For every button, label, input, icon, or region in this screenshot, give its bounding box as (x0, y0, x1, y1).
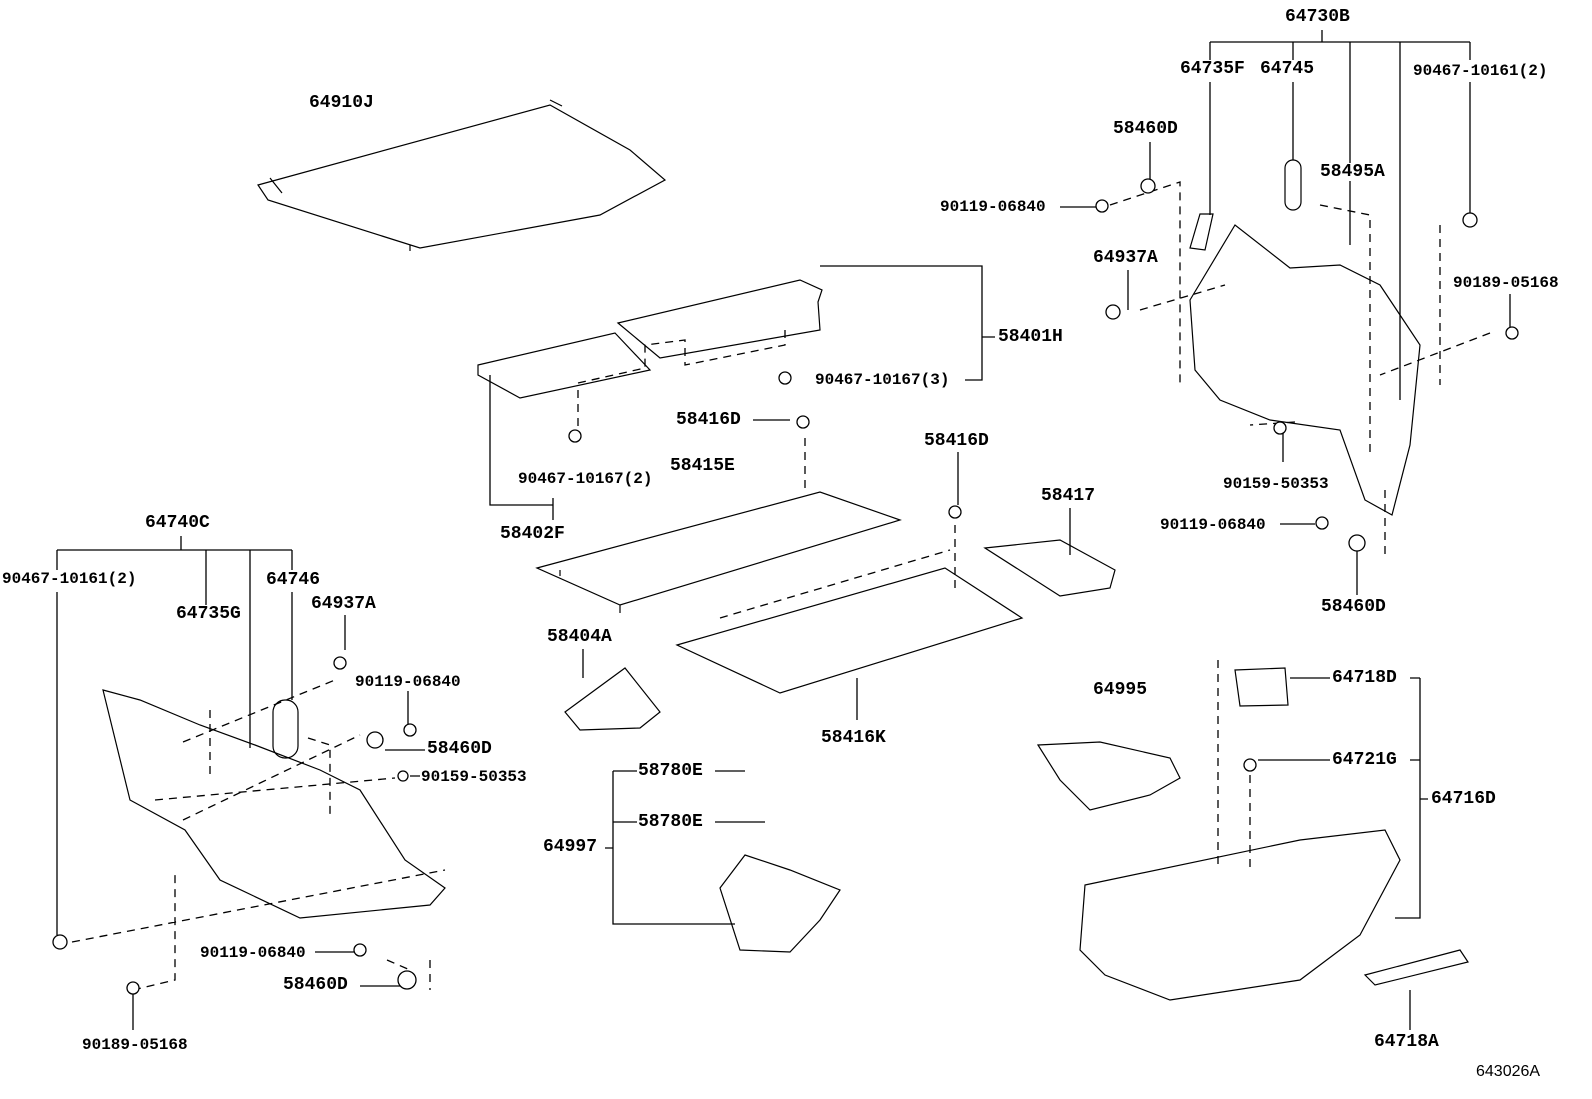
part-label-90467-10167-3: 90467-10167(3) (815, 371, 950, 389)
leader-lines (56, 30, 1511, 1030)
deck-board-rear (616, 279, 823, 359)
assembly-lines (71, 181, 1491, 991)
part-label-90189-05168-low: 90189-05168 (82, 1036, 188, 1054)
cover-58417 (983, 539, 1116, 597)
part-label-90467-10161-left: 90467-10161(2) (2, 570, 137, 588)
strip-64718A (1363, 949, 1469, 986)
deck-board-front (477, 332, 652, 399)
parts (102, 99, 1469, 1001)
part-label-58780E-b: 58780E (638, 812, 703, 832)
part-label-90159-50353-left: 90159-50353 (421, 768, 527, 786)
part-label-58416D-a: 58416D (676, 410, 741, 430)
cover-64745 (1284, 159, 1302, 211)
part-label-58780E-a: 58780E (638, 761, 703, 781)
part-label-64997: 64997 (543, 837, 598, 857)
part-label-90119-06840-left: 90119-06840 (355, 673, 461, 691)
storage-box-64716D (1079, 829, 1401, 1001)
part-label-90467-10167-2: 90467-10167(2) (518, 470, 653, 488)
part-label-64730B: 64730B (1285, 7, 1350, 27)
trim-right (1189, 224, 1421, 516)
deck-board-58415E (535, 491, 902, 613)
part-label-58495A: 58495A (1320, 162, 1385, 182)
part-label-58460D-top: 58460D (1113, 119, 1178, 139)
part-label-58402F: 58402F (500, 524, 565, 544)
part-label-90119-06840-mid: 90119-06840 (1160, 516, 1266, 534)
part-label-64995: 64995 (1093, 680, 1148, 700)
part-label-64746: 64746 (266, 570, 321, 590)
part-label-58417: 58417 (1041, 486, 1096, 506)
part-label-90467-10161-right: 90467-10161(2) (1413, 62, 1548, 80)
part-label-90189-05168-right: 90189-05168 (1453, 274, 1559, 292)
part-label-90159-50353-right: 90159-50353 (1223, 475, 1329, 493)
pad-64718D (1234, 667, 1289, 707)
part-label-64745: 64745 (1260, 59, 1315, 79)
part-label-64718A: 64718A (1374, 1032, 1439, 1052)
diagram-code: 643026A (1476, 1063, 1541, 1080)
tonneau-cover (257, 99, 667, 251)
part-label-58460D-right: 58460D (1321, 597, 1386, 617)
part-label-64937A-right: 64937A (1093, 248, 1158, 268)
jack-tray (719, 854, 841, 953)
part-label-58460D-left: 58460D (427, 739, 492, 759)
part-label-90119-06840-low: 90119-06840 (200, 944, 306, 962)
part-label-58416K: 58416K (821, 728, 886, 748)
part-label-64910J: 64910J (309, 93, 374, 113)
part-label-64718D: 64718D (1332, 668, 1397, 688)
part-label-58415E: 58415E (670, 456, 735, 476)
trim-left (102, 689, 446, 919)
cover-58404A (564, 667, 661, 731)
part-label-58460D-low: 58460D (283, 975, 348, 995)
part-label-90119-06840-top: 90119-06840 (940, 198, 1046, 216)
fasteners (52, 178, 1519, 995)
part-label-58401H: 58401H (998, 327, 1063, 347)
cover-64735F (1189, 213, 1214, 251)
tool-holder-64995 (1036, 741, 1181, 811)
part-label-64937A-left: 64937A (311, 594, 376, 614)
cover-64746 (272, 699, 299, 759)
part-label-64721G: 64721G (1332, 750, 1397, 770)
deck-board-58416K (675, 567, 1024, 694)
part-label-58416D-b: 58416D (924, 431, 989, 451)
part-label-64716D: 64716D (1431, 789, 1496, 809)
part-label-64740C: 64740C (145, 513, 210, 533)
part-label-64735F: 64735F (1180, 59, 1245, 79)
part-label-64735G: 64735G (176, 604, 241, 624)
part-label-58404A: 58404A (547, 627, 612, 647)
